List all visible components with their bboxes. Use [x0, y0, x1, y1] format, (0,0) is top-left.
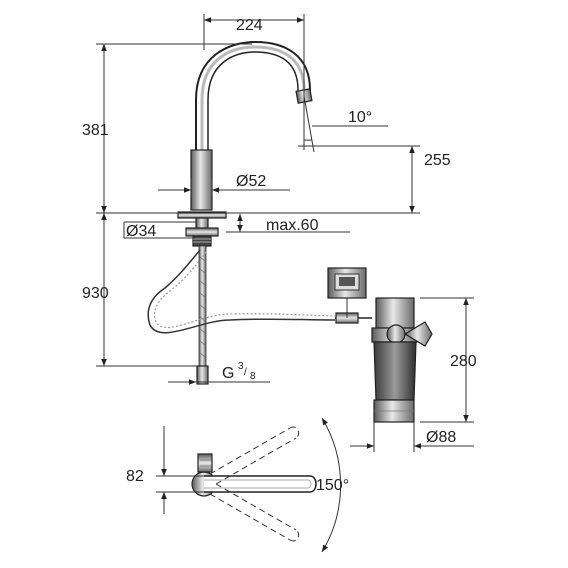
supply-hose: [198, 245, 207, 367]
filter-head: [375, 297, 415, 329]
faucet-body: [190, 149, 213, 211]
dim-thread-numerator: 3: [238, 361, 244, 372]
dim-max-thickness: max.60: [266, 217, 319, 234]
dim-tilt-angle: 10°: [348, 109, 372, 126]
display-unit: [327, 267, 367, 318]
filter-valve: [386, 324, 406, 344]
dim-thread-slash: /: [244, 367, 247, 378]
filter-cartridge: [373, 341, 417, 401]
dimension-lines: [96, 14, 474, 514]
top-view-spout: [204, 475, 317, 493]
dim-total-height: 381: [82, 122, 109, 139]
dim-thread: G: [222, 365, 234, 382]
filter-unit: [371, 297, 433, 423]
faucet-top-view: [191, 417, 342, 553]
hoses: [147, 245, 372, 385]
pullout-hose: [147, 249, 336, 334]
spout-inner: [207, 51, 299, 150]
dim-filter-diameter: Ø88: [426, 429, 456, 446]
dim-hose-length: 930: [82, 285, 109, 302]
swivel-ghost-down: [209, 483, 297, 541]
dim-spout-height: 255: [424, 152, 451, 169]
top-view-handle: [197, 453, 213, 473]
dim-hole-diameter: Ø34: [126, 223, 156, 240]
swivel-ghost-up: [209, 427, 297, 485]
hose-fitting: [196, 365, 209, 385]
dim-body-diameter: Ø52: [236, 173, 266, 190]
spout-outer: [195, 40, 311, 150]
dim-offset: 82: [126, 468, 144, 485]
dim-top-width: 224: [236, 17, 263, 34]
dim-thread-denominator: 8: [250, 371, 256, 382]
dim-filter-height: 280: [450, 353, 477, 370]
mount-nut: [185, 227, 219, 237]
faucet-side-view: [177, 40, 313, 247]
dim-swivel-angle: 150°: [316, 477, 349, 494]
